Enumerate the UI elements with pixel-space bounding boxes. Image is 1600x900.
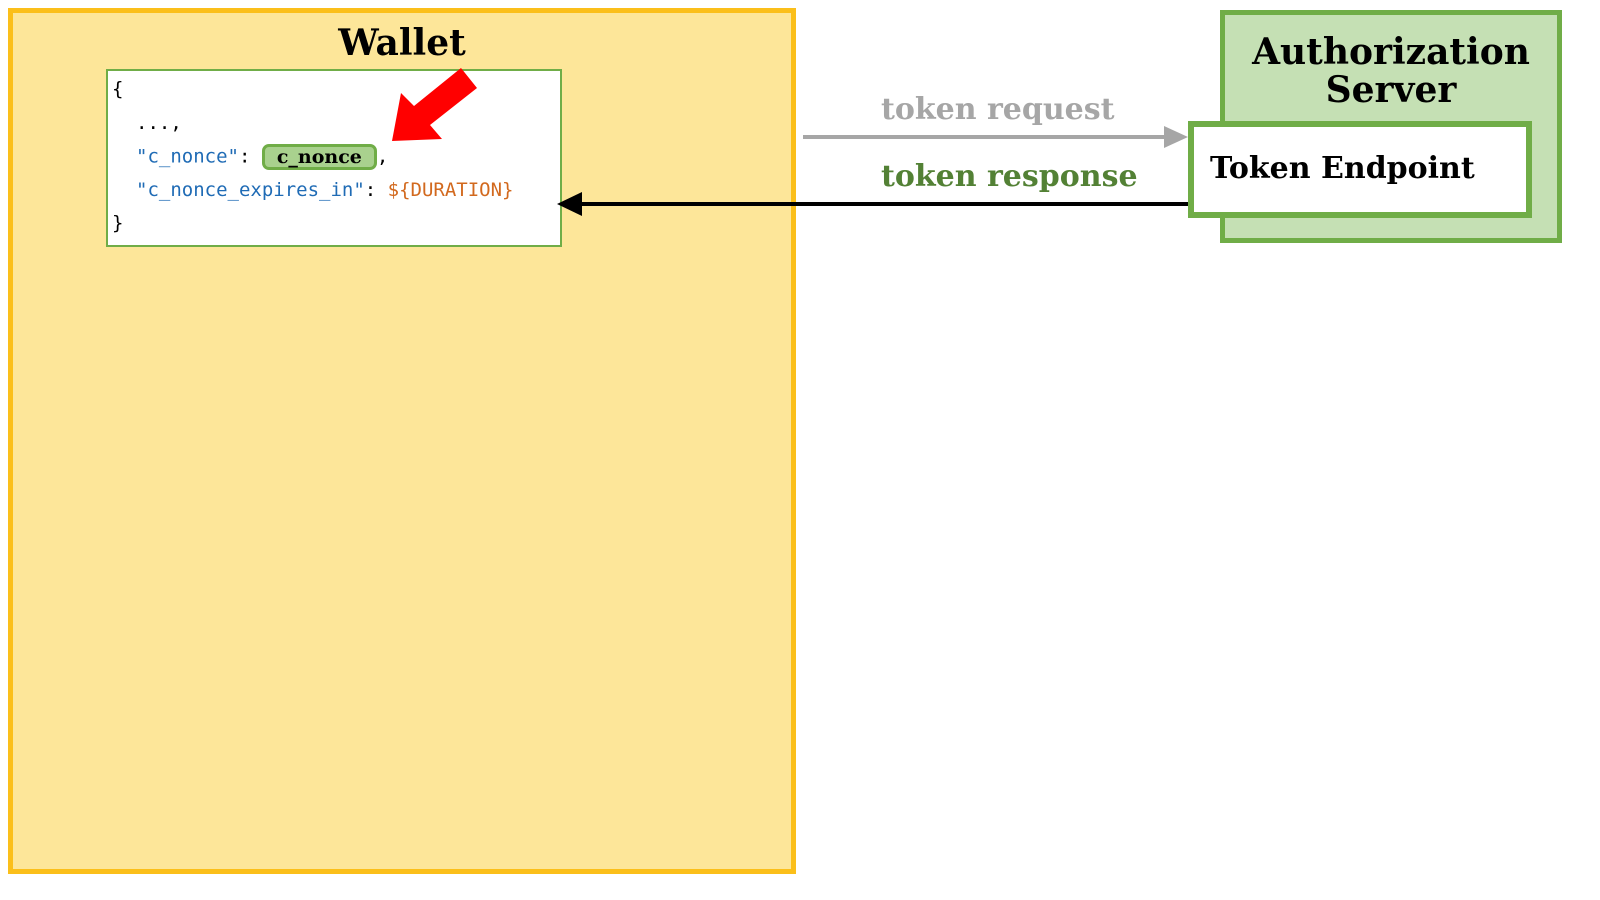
json-c-nonce-line: "c_nonce": c_nonce, [136, 144, 388, 170]
token-request-arrow [803, 126, 1188, 148]
c-nonce-key: "c_nonce" [136, 145, 239, 168]
token-response-label: token response [881, 159, 1138, 194]
token-response-arrow [557, 192, 1188, 216]
c-nonce-comma: , [376, 145, 389, 168]
json-ellipsis: ..., [136, 112, 182, 134]
json-c-nonce-expires-line: "c_nonce_expires_in": ${DURATION} [136, 178, 514, 202]
wallet-title: Wallet [338, 22, 466, 64]
token-endpoint-box: Token Endpoint [1188, 121, 1532, 218]
json-open-brace: { [112, 78, 124, 100]
wallet-box: Wallet { ..., "c_nonce": c_nonce, "c_non… [8, 8, 796, 874]
authorization-server-title-line1: Authorization [1252, 31, 1530, 73]
json-close-brace: } [112, 212, 124, 234]
c-nonce-colon: : [238, 145, 262, 168]
c-nonce-expires-value: ${DURATION} [387, 179, 514, 201]
highlight-arrow-icon [392, 68, 477, 141]
token-endpoint-label: Token Endpoint [1210, 151, 1475, 186]
authorization-server-title-line2: Server [1325, 69, 1457, 111]
c-nonce-expires-key: "c_nonce_expires_in" [136, 179, 365, 201]
token-request-label: token request [881, 92, 1115, 127]
c-nonce-value-badge: c_nonce [261, 144, 377, 170]
authorization-server-title: Authorization Server [1225, 33, 1557, 109]
token-response-json: { ..., "c_nonce": c_nonce, "c_nonce_expi… [106, 69, 562, 247]
c-nonce-expires-colon: : [364, 179, 388, 201]
